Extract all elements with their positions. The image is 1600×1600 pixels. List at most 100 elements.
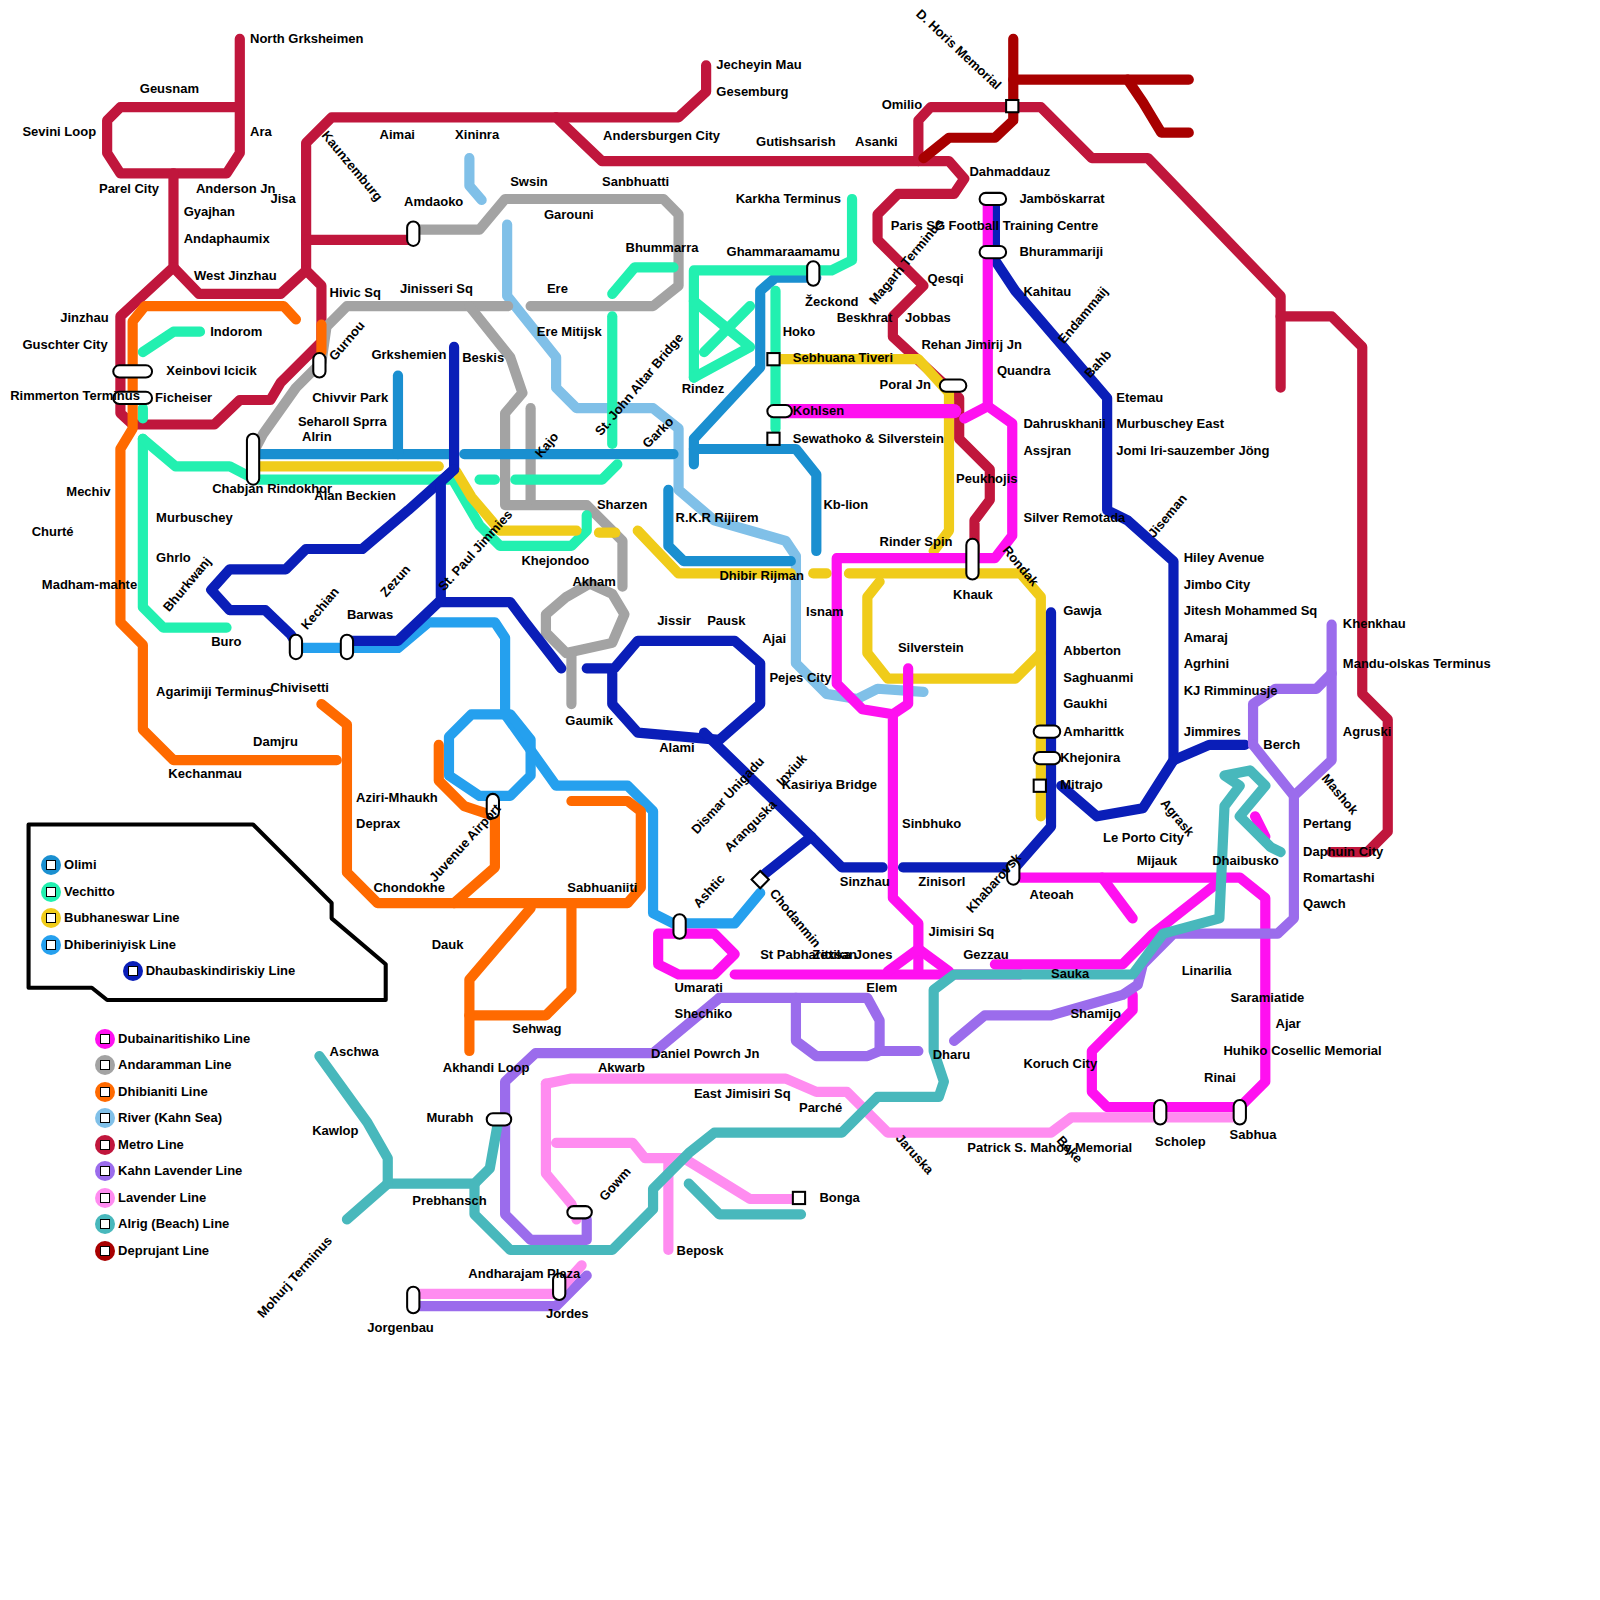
- legend-text: Lavender Line: [118, 1190, 206, 1206]
- dubainaritishiko-line: [893, 668, 908, 714]
- legend-text: Bubhaneswar Line: [64, 910, 180, 926]
- station-label: Gesemburg: [716, 84, 788, 100]
- kahn-lavender-line: [796, 998, 880, 1056]
- station-label: Sehwag: [512, 1021, 561, 1037]
- station-label: Ara: [250, 124, 272, 140]
- station-label: Andersburgen City: [603, 128, 720, 144]
- dhaubaskindiriskiy-line: [347, 602, 561, 668]
- andaramman-line: [566, 653, 576, 704]
- station-label: Deprax: [356, 816, 400, 832]
- legend-text: Kahn Lavender Line: [118, 1163, 242, 1179]
- station-label: Jimisiri Sq: [929, 924, 995, 940]
- station-label: Ere: [547, 281, 568, 297]
- station-label: Mohurj Terminus: [254, 1233, 336, 1321]
- interchange-marker: [793, 1192, 805, 1204]
- dubainaritishiko-line: [1020, 878, 1265, 1108]
- station-label: Gaumik: [565, 713, 613, 729]
- station-label: Jissir: [657, 613, 691, 629]
- station-label: Akhandi Loop: [443, 1060, 530, 1076]
- station-label: Ghrlo: [156, 550, 191, 566]
- station-label: Linarilia: [1182, 963, 1232, 979]
- legend-swatch-square: [100, 1087, 110, 1097]
- station-label: Peukhojis: [956, 471, 1017, 487]
- deprujant-line: [1013, 74, 1189, 84]
- station-label: D. Horis Memorial: [913, 6, 1005, 93]
- station-label: Agarimiji Terminus: [156, 684, 273, 700]
- station-label: Jamböskarrat: [1019, 191, 1104, 207]
- lavender-line: [556, 1143, 801, 1199]
- interchange-marker: [407, 221, 419, 245]
- legend-swatch-square: [46, 913, 56, 923]
- station-label: Dhaibusko: [1212, 853, 1278, 869]
- interchange-marker: [767, 353, 779, 365]
- station-label: Amaraj: [1184, 630, 1228, 646]
- station-label: Aschwa: [330, 1044, 379, 1060]
- station-label: Shamijo: [1070, 1006, 1121, 1022]
- dubainaritishiko-line: [995, 878, 1225, 965]
- station-label: East Jimisiri Sq: [694, 1086, 791, 1102]
- legend-text: Vechitto: [64, 884, 115, 900]
- station-label: Murbuschey: [156, 510, 233, 526]
- station-label: Sauka: [1051, 966, 1089, 982]
- station-label: Mitrajo: [1060, 777, 1103, 793]
- station-label: Kechanmau: [168, 766, 242, 782]
- legend-swatch-square: [100, 1140, 110, 1150]
- station-label: Ashtic: [690, 871, 728, 911]
- legend-swatch-square: [100, 1193, 110, 1203]
- station-label: Saramiatide: [1231, 990, 1305, 1006]
- dhibianiti-line: [321, 704, 640, 903]
- station-label: Elem: [866, 980, 897, 996]
- station-label: Jordes: [546, 1306, 589, 1322]
- vechitto-line: [480, 474, 495, 484]
- legend-text: Dhaubaskindiriskiy Line: [146, 963, 296, 979]
- legend-swatch: [41, 908, 61, 928]
- alrig-line: [689, 1184, 801, 1215]
- dhibianiti-line: [464, 1015, 474, 1051]
- station-label: Silverstein: [898, 640, 964, 656]
- station-label: Andharajam Plaza: [468, 1266, 580, 1282]
- dhibianiti-line: [469, 903, 571, 1015]
- olimi-line: [393, 376, 403, 455]
- station-label: Chodanmin: [766, 886, 824, 951]
- station-label: Shechiko: [674, 1006, 732, 1022]
- station-label: Jitesh Mohammed Sq: [1184, 603, 1318, 619]
- station-label: Garouni: [544, 207, 594, 223]
- station-label: Etemau: [1116, 390, 1163, 406]
- kahn-lavender-line: [719, 998, 918, 1051]
- legend-text: Olimi: [64, 857, 97, 873]
- olimi-line: [255, 449, 449, 459]
- legend-swatch-square: [100, 1034, 110, 1044]
- station-label: Rehan Jimirij Jn: [921, 337, 1021, 353]
- station-label: Agruski: [1343, 724, 1391, 740]
- station-label: Khejondoo: [521, 553, 589, 569]
- dhiberiniyisk-line: [296, 622, 760, 923]
- station-label: Rindez: [682, 381, 725, 397]
- station-label: Gyajhan: [184, 204, 235, 220]
- station-label: Dauk: [432, 937, 464, 953]
- interchange-marker: [247, 434, 259, 485]
- interchange-marker: [1034, 752, 1061, 764]
- bubhaneswar-line: [599, 528, 615, 538]
- deprujant-line: [1128, 80, 1189, 133]
- station-label: Umarati: [674, 980, 722, 996]
- station-label: Rinai: [1204, 1070, 1236, 1086]
- legend-text: Alrig (Beach) Line: [118, 1216, 229, 1232]
- legend-swatch: [95, 1188, 115, 1208]
- legend-swatch: [95, 1055, 115, 1075]
- interchange-marker: [752, 871, 769, 888]
- alrig-line: [347, 1184, 388, 1220]
- station-label: Bhurammariji: [1019, 244, 1103, 260]
- station-label: Jimmires: [1184, 724, 1241, 740]
- legend-swatch: [95, 1082, 115, 1102]
- interchange-marker: [487, 1113, 511, 1125]
- interchange-marker: [567, 1206, 591, 1218]
- station-label: Damjru: [253, 734, 298, 750]
- station-label: Guschter City: [22, 337, 107, 353]
- station-label: Sabhuaniiti: [567, 880, 637, 896]
- station-label: Rinder Spin: [880, 534, 953, 550]
- olimi-line: [464, 449, 673, 459]
- legend-swatch-square: [100, 1246, 110, 1256]
- interchange-marker: [767, 405, 791, 417]
- station-label: Hiley Avenue: [1184, 550, 1265, 566]
